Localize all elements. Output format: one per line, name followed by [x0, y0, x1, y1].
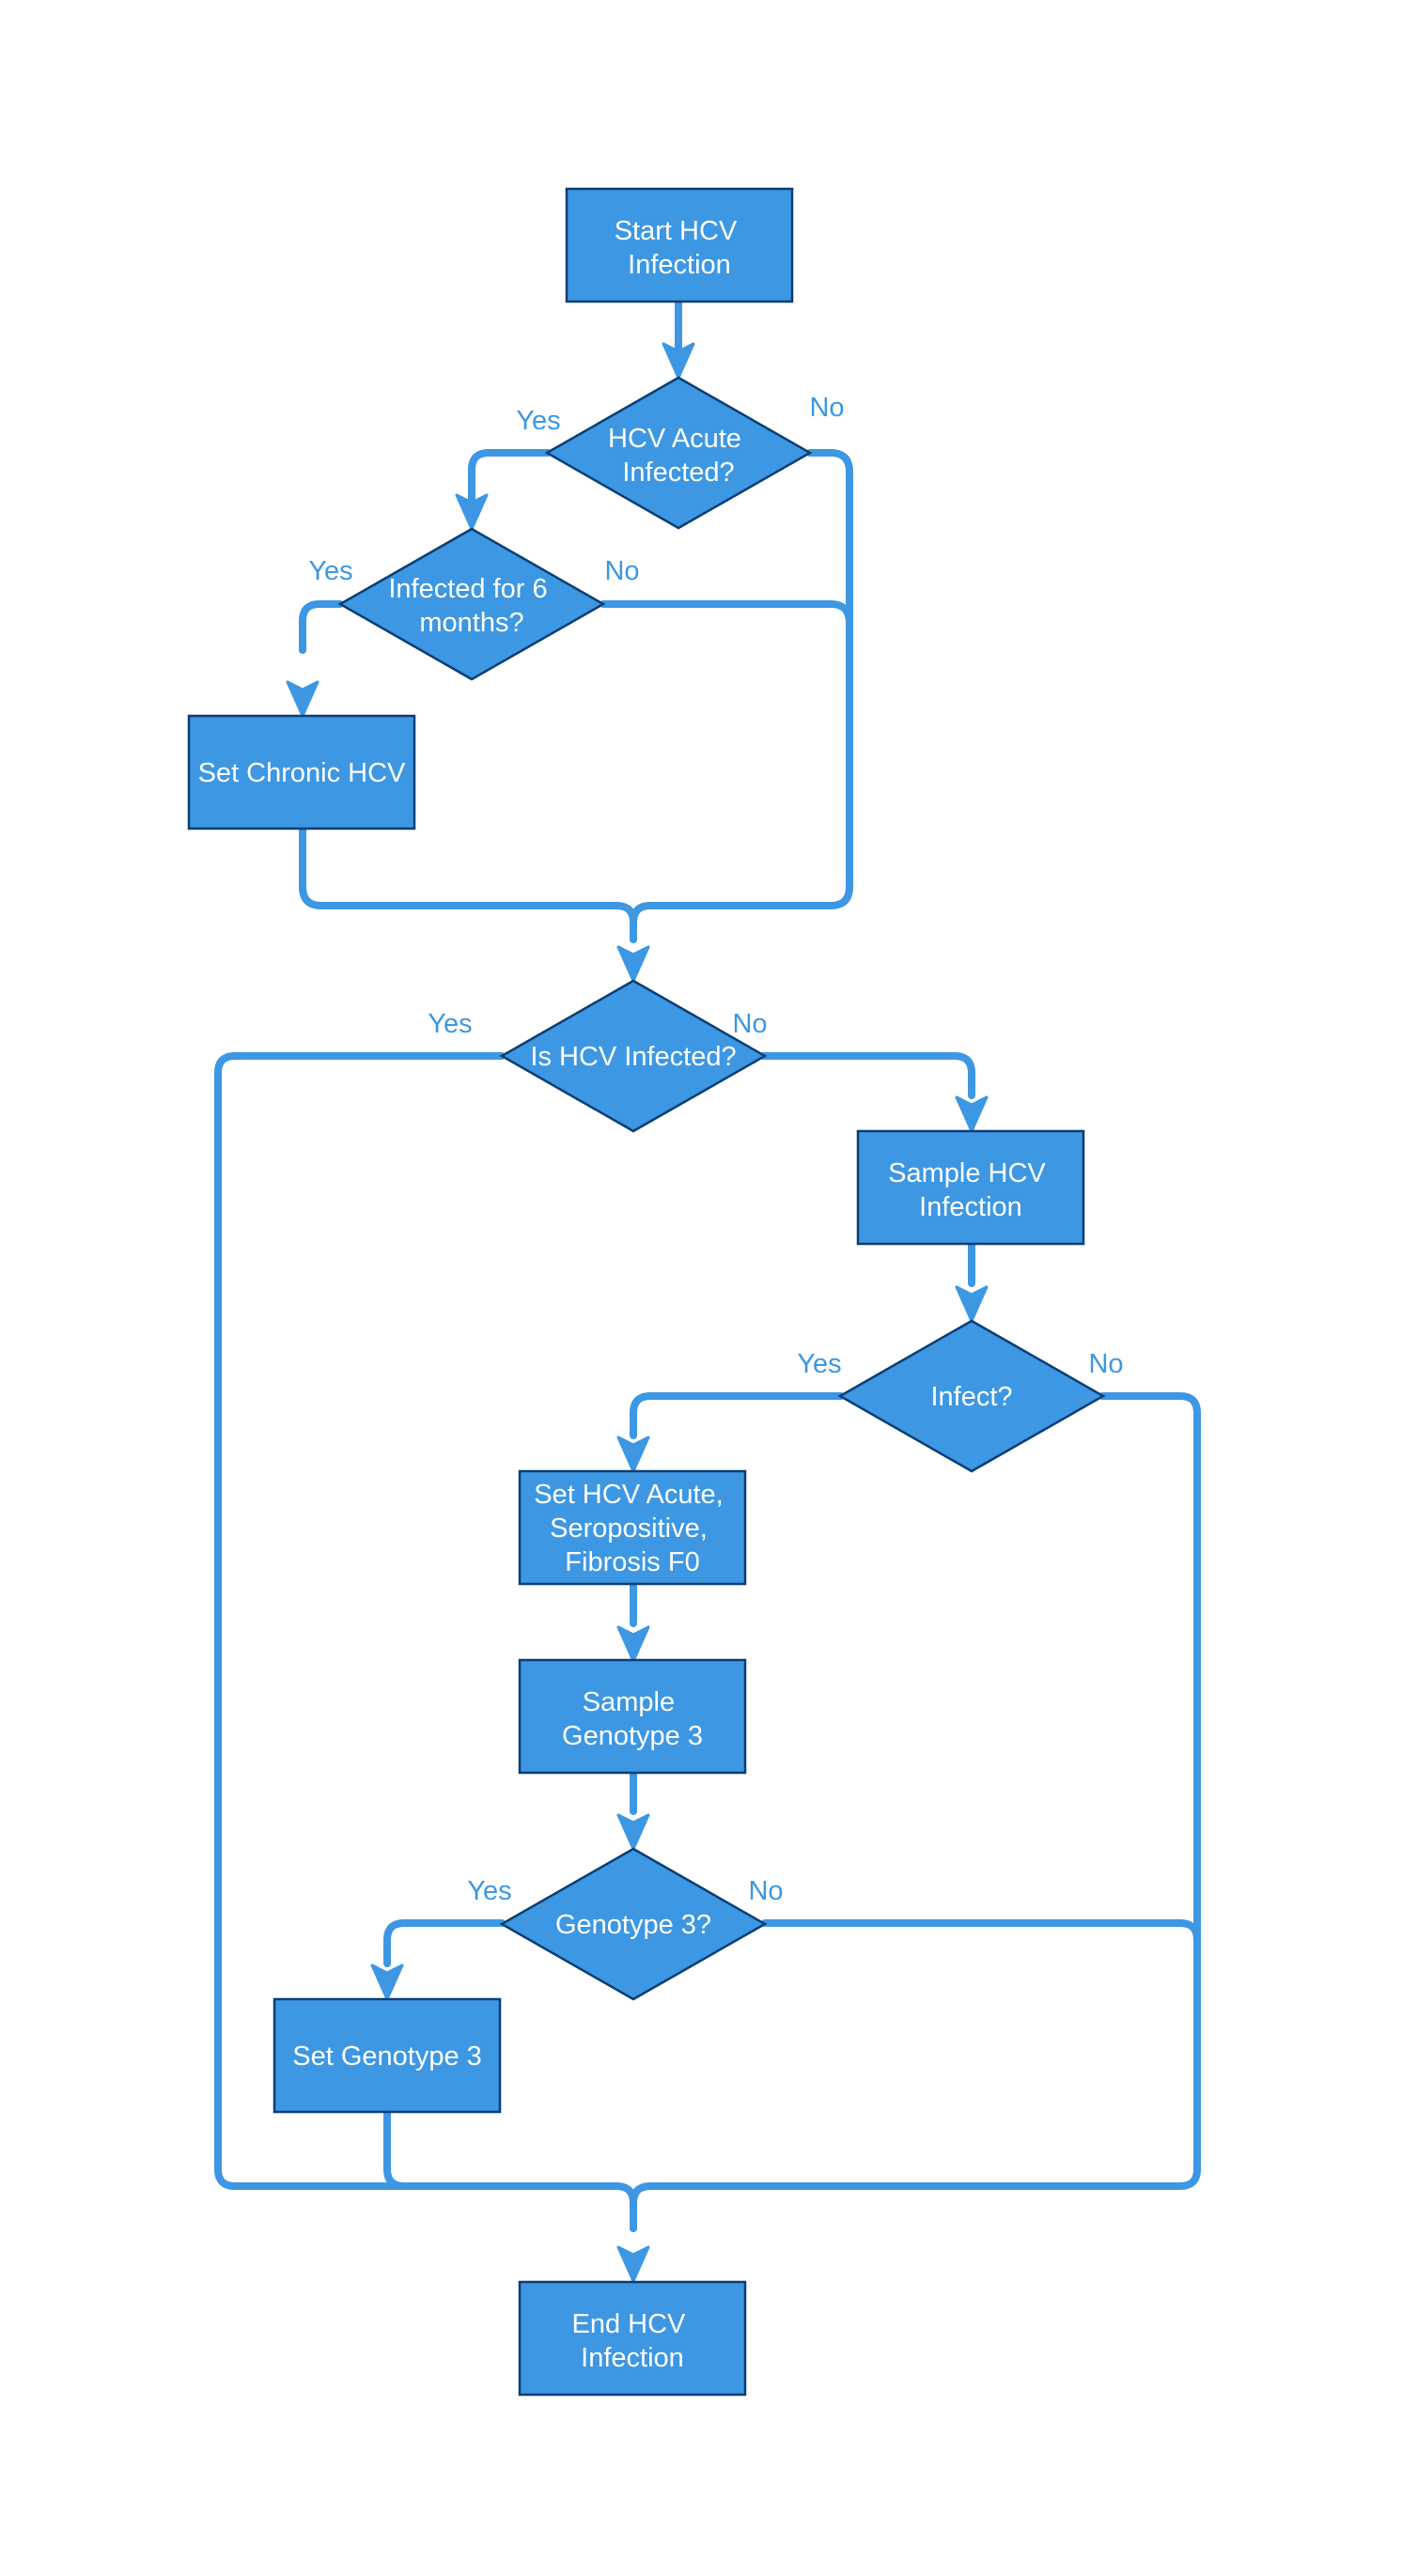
process-box	[273, 1997, 502, 2114]
node-label-line: Set HCV Acute,	[534, 1480, 724, 1510]
process-box	[856, 1129, 1085, 1246]
node-label-line: Set Genotype 3	[292, 2041, 482, 2072]
node-six-months-decision: Infected for 6 months?	[337, 527, 606, 681]
infect-yes-label: Yes	[797, 1349, 841, 1379]
node-end: End HCV Infection	[518, 2280, 747, 2397]
node-label-line: Start HCV	[615, 216, 738, 246]
acute-no-label: No	[809, 393, 844, 423]
arrowhead-into-set-acute	[616, 1435, 650, 1473]
node-label-line: Infection	[628, 250, 731, 280]
edge-genotype-no	[761, 1919, 1201, 1944]
edge-set-genotype-to-end	[383, 2108, 620, 2190]
edge-six-months-no	[600, 600, 853, 627]
svg-text:Infected for 6 months?: Infected for 6 months?	[388, 574, 554, 638]
svg-text:Is HCV Infected?: Is HCV Infected?	[530, 1042, 736, 1072]
node-label-line: Infected?	[622, 458, 734, 488]
edge-acute-no	[630, 449, 853, 943]
arrowhead-into-infect	[955, 1285, 989, 1323]
edges	[214, 297, 1201, 2232]
edge-is-infected-no	[759, 1052, 975, 1099]
svg-text:Set Chronic HCV: Set Chronic HCV	[198, 758, 406, 788]
infect-no-label: No	[1088, 1349, 1123, 1379]
svg-text:Genotype 3?: Genotype 3?	[555, 1910, 711, 1940]
decision-diamond	[337, 527, 606, 681]
process-box	[518, 2280, 747, 2397]
node-acute-decision: HCV Acute Infected?	[544, 376, 813, 530]
node-label-line: Infect?	[930, 1382, 1012, 1412]
six-months-yes-label: Yes	[308, 556, 352, 586]
arrowhead-into-end	[616, 2245, 650, 2283]
svg-text:Infect?: Infect?	[930, 1382, 1012, 1412]
svg-text:Sample Genotype 3: Sample Genotype 3	[562, 1687, 703, 1751]
edge-infect-yes	[630, 1392, 845, 1439]
is-infected-yes-label: Yes	[428, 1009, 472, 1039]
node-label-line: Seropositive,	[550, 1513, 708, 1544]
arrowhead-into-is-infected	[616, 945, 650, 983]
six-months-no-label: No	[604, 556, 639, 586]
edge-infect-no	[630, 1392, 1201, 2232]
node-set-acute: Set HCV Acute, Seropositive, Fibrosis F0	[518, 1469, 747, 1586]
decision-diamond	[544, 376, 813, 530]
node-infect-decision: Infect?	[837, 1319, 1106, 1473]
edge-six-months-yes	[299, 600, 344, 654]
node-label-line: Infection	[581, 2343, 684, 2373]
node-set-genotype: Set Genotype 3	[273, 1997, 502, 2114]
node-label-line: Sample	[583, 1687, 675, 1717]
genotype-no-label: No	[748, 1876, 783, 1906]
decision-diamond	[499, 979, 768, 1133]
node-sample-genotype: Sample Genotype 3	[518, 1658, 747, 1775]
node-label-line: Genotype 3	[562, 1721, 703, 1751]
node-label-line: HCV Acute	[608, 424, 741, 454]
svg-text:Sample HCV Infection: Sample HCV Infection	[888, 1158, 1053, 1222]
node-label-line: Is HCV Infected?	[530, 1042, 736, 1072]
node-label-line: months?	[419, 608, 523, 638]
node-genotype-decision: Genotype 3?	[499, 1847, 768, 2001]
process-box	[518, 1469, 747, 1586]
arrowheads	[286, 342, 989, 2283]
arrowhead-into-set-genotype	[370, 1963, 404, 2001]
branch-labels: Yes No Yes No Yes No Yes No Yes No	[308, 393, 1123, 1906]
genotype-yes-label: Yes	[467, 1876, 511, 1906]
svg-text:Set HCV Acute, Seroposit: Set HCV Acute, Seropositive, Fibrosis F0	[534, 1480, 731, 1577]
process-box	[187, 714, 416, 830]
node-label-line: Sample HCV	[888, 1158, 1046, 1188]
node-label-line: Fibrosis F0	[565, 1547, 699, 1577]
arrowhead-into-chronic	[286, 680, 319, 718]
edge-genotype-yes	[383, 1919, 506, 1967]
arrowhead-into-sample-genotype	[616, 1625, 650, 1663]
node-label-line: Infected for 6	[388, 574, 547, 604]
svg-text:Set Genotype 3: Set Genotype 3	[292, 2041, 482, 2072]
arrowhead-into-genotype-q	[616, 1813, 650, 1851]
is-infected-no-label: No	[732, 1009, 767, 1039]
arrowhead-into-sample-infection	[955, 1095, 989, 1133]
arrowhead-into-six-months	[455, 493, 489, 531]
node-is-infected-decision: Is HCV Infected?	[499, 979, 768, 1133]
node-sample-infection: Sample HCV Infection	[856, 1129, 1085, 1246]
process-box	[565, 187, 794, 303]
svg-text:End HCV Infection: End HCV Infection	[572, 2309, 693, 2373]
svg-text:HCV Acute Infected?: HCV Acute Infected?	[608, 424, 749, 488]
edge-acute-yes	[468, 449, 552, 504]
decision-diamond	[837, 1319, 1106, 1473]
process-box	[518, 1658, 747, 1775]
node-set-chronic: Set Chronic HCV	[187, 714, 416, 830]
svg-text:Start HCV Infection: Start HCV Infection	[615, 216, 745, 280]
node-label-line: Set Chronic HCV	[198, 758, 406, 788]
node-start: Start HCV Infection	[565, 187, 794, 303]
arrowhead-into-acute	[662, 342, 695, 380]
node-label-line: Genotype 3?	[555, 1910, 711, 1940]
decision-diamond	[499, 1847, 768, 2001]
edge-chronic-to-is-infected	[299, 825, 637, 943]
edge-is-infected-yes	[214, 1052, 637, 2232]
node-label-line: End HCV	[572, 2309, 687, 2339]
node-label-line: Infection	[919, 1192, 1022, 1222]
acute-yes-label: Yes	[516, 406, 560, 436]
